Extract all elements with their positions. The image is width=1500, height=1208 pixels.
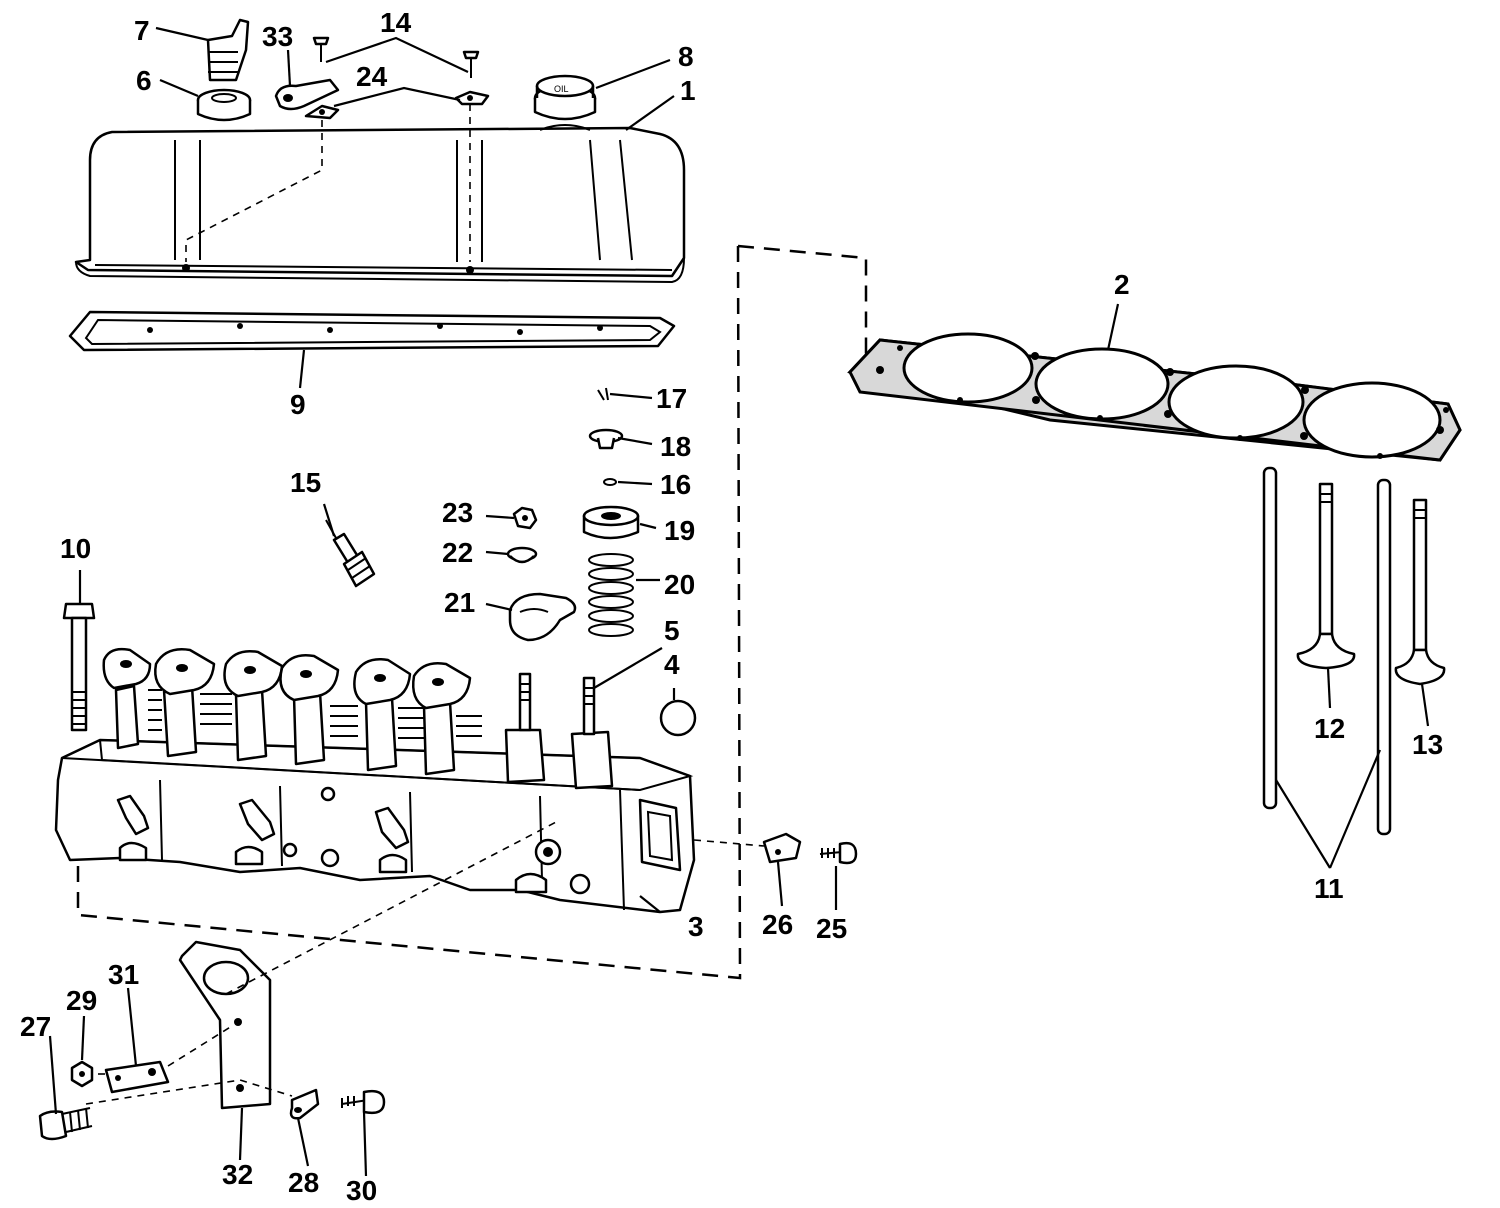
valve-spring-retainer — [588, 428, 624, 450]
callout-15: 15 — [290, 467, 321, 498]
exhaust-port-3 — [374, 806, 410, 850]
callout-20: 20 — [664, 569, 695, 600]
callout-9: 9 — [290, 389, 306, 420]
rocker-stand-4 — [279, 654, 358, 766]
clamp-bracket — [274, 78, 340, 111]
push-rod-left — [1262, 466, 1278, 810]
oil-fill-cap: OIL — [533, 74, 597, 121]
temperature-sender — [325, 519, 376, 588]
exhaust-port-2 — [238, 798, 276, 842]
callout-33: 33 — [262, 21, 293, 52]
callout-6: 6 — [136, 65, 152, 96]
callout-23: 23 — [442, 497, 473, 528]
callout-26: 26 — [762, 909, 793, 940]
cylinder-head-gasket — [847, 332, 1462, 462]
callout-30: 30 — [346, 1175, 377, 1206]
wire-clip — [762, 832, 802, 864]
callout-31: 31 — [108, 959, 139, 990]
push-rod-right — [1376, 478, 1392, 836]
head-stud-left — [504, 672, 546, 784]
expansion-plug — [659, 699, 697, 737]
callout-3: 3 — [688, 911, 704, 942]
callout-1: 1 — [680, 75, 696, 106]
head-stud-right — [570, 676, 614, 790]
leader-lines — [48, 26, 1430, 1177]
rocker-nut — [512, 506, 538, 530]
exhaust-valve — [1394, 498, 1446, 686]
oil-cap-marking: OIL — [554, 84, 569, 94]
retaining-screw-right — [462, 50, 480, 78]
valve-keeper — [597, 387, 609, 401]
rocker-arm — [508, 592, 577, 642]
callout-5: 5 — [664, 615, 680, 646]
clip-bolt — [819, 841, 858, 865]
rocker-stand-2 — [148, 648, 216, 758]
breather-elbow — [206, 18, 250, 82]
callout-18: 18 — [660, 431, 691, 462]
angle-bracket — [104, 1060, 170, 1094]
callout-2: 2 — [1114, 269, 1130, 300]
callout-17: 17 — [656, 383, 687, 414]
callout-28: 28 — [288, 1167, 319, 1198]
lock-nut — [70, 1060, 94, 1088]
tab-washer-left — [304, 104, 340, 120]
head-bolt — [62, 602, 96, 732]
rocker-stand-1 — [102, 647, 152, 750]
callout-22: 22 — [442, 537, 473, 568]
assembly-boundary-dashed — [76, 244, 868, 980]
callout-24: 24 — [356, 61, 388, 92]
callout-4: 4 — [664, 649, 680, 680]
callout-19: 19 — [664, 515, 695, 546]
retaining-screw-left — [312, 36, 330, 62]
bracket-bolt — [38, 1107, 93, 1141]
clamp-bolt — [341, 1089, 386, 1115]
rocker-stand-6 — [412, 662, 482, 776]
rocker-stand-3 — [200, 650, 284, 762]
rocker-pivot-ball — [506, 546, 538, 564]
hose-clamp — [289, 1088, 320, 1120]
rocker-stand-5 — [353, 658, 424, 772]
callout-7: 7 — [134, 15, 150, 46]
lifting-bracket — [178, 940, 272, 1110]
breather-grommet — [196, 88, 252, 122]
callout-12: 12 — [1314, 713, 1345, 744]
callout-13: 13 — [1412, 729, 1443, 760]
callout-25: 25 — [816, 913, 847, 944]
valve-cover-gasket — [68, 310, 676, 352]
valve-spring — [588, 553, 634, 637]
callout-14: 14 — [380, 7, 412, 38]
valve-seal — [582, 505, 640, 540]
callout-32: 32 — [222, 1159, 253, 1190]
callout-29: 29 — [66, 985, 97, 1016]
tab-washer-right — [454, 90, 490, 106]
callout-27: 27 — [20, 1011, 51, 1042]
callout-21: 21 — [444, 587, 475, 618]
rocker-assemblies — [102, 647, 614, 790]
callout-16: 16 — [660, 469, 691, 500]
exhaust-port-1 — [116, 794, 150, 836]
callout-10: 10 — [60, 533, 91, 564]
valve-o-ring — [603, 478, 617, 486]
callout-8: 8 — [678, 41, 694, 72]
cylinder-head — [54, 738, 696, 914]
intake-valve — [1296, 482, 1356, 670]
callout-11: 11 — [1314, 873, 1344, 904]
rocker-cover — [74, 124, 686, 284]
callout-labels: 1 2 3 4 5 6 7 8 9 10 11 12 13 14 15 16 1… — [20, 7, 1443, 1206]
